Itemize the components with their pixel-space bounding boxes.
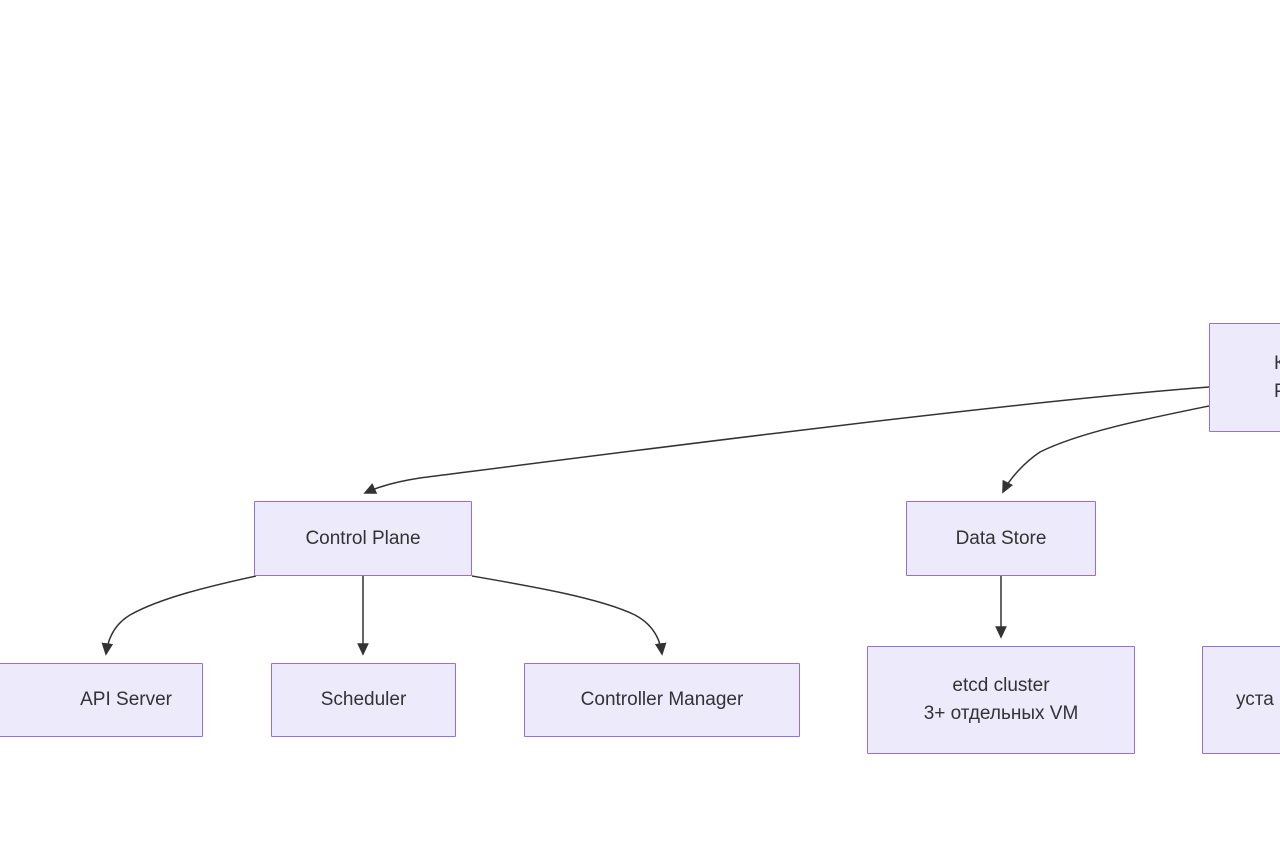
node-controller-manager[interactable]: Controller Manager — [524, 663, 800, 737]
node-api-server[interactable]: API Server — [0, 663, 203, 737]
node-root[interactable]: К Раз — [1209, 323, 1280, 432]
node-install[interactable]: уста — [1202, 646, 1280, 754]
node-install-label: уста — [1236, 689, 1274, 710]
node-scheduler-label: Scheduler — [320, 689, 407, 710]
edge-control-plane-to-api-server — [101, 575, 257, 656]
node-data-store[interactable]: Data Store — [906, 501, 1096, 576]
node-control-plane[interactable]: Control Plane — [254, 501, 472, 576]
node-data-store-label: Data Store — [955, 527, 1047, 549]
edge-root-to-data-store — [1002, 405, 1210, 494]
node-api-server-label: API Server — [80, 689, 172, 710]
node-etcd-cluster-line2: 3+ отдельных VM — [923, 703, 1079, 724]
node-root-line1: К — [1274, 352, 1280, 374]
node-etcd-cluster-line1: etcd cluster — [952, 675, 1050, 696]
node-scheduler[interactable]: Scheduler — [271, 663, 456, 737]
edge-control-plane-to-controller-manager — [471, 575, 667, 656]
node-root-line2: Раз — [1274, 378, 1280, 406]
node-etcd-cluster[interactable]: etcd cluster 3+ отдельных VM — [867, 646, 1135, 754]
node-controller-manager-label: Controller Manager — [580, 689, 744, 710]
edge-root-to-control-plane — [363, 386, 1210, 494]
node-control-plane-label: Control Plane — [305, 527, 421, 549]
